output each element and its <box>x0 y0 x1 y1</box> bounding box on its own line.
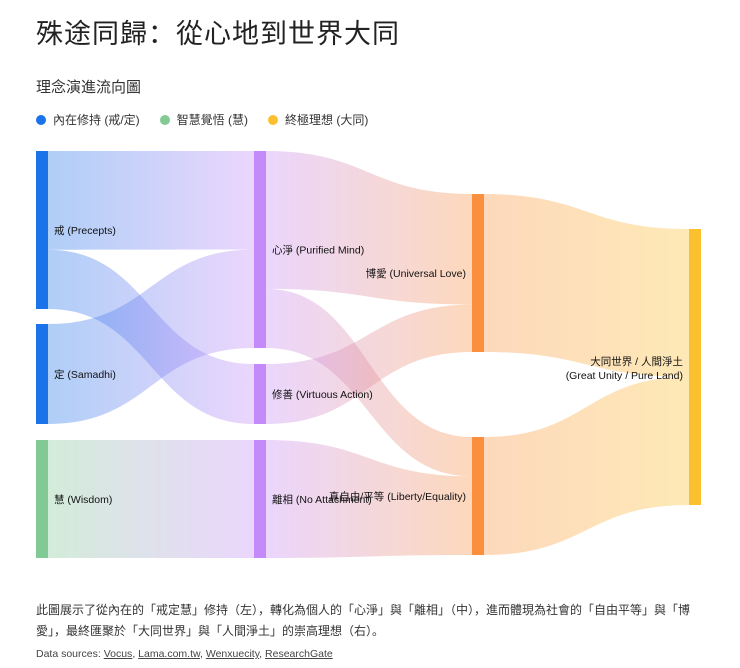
link-samadhi-to-purified_mind[interactable] <box>48 249 254 425</box>
legend-item-wisdom[interactable]: 智慧覺悟 (慧) <box>159 111 248 128</box>
legend-swatch <box>268 114 278 125</box>
legend: 內在修持 (戒/定) 智慧覺悟 (慧) 終極理想 (大同) <box>36 111 368 128</box>
link-liberty_equality-to-great_unity[interactable] <box>484 376 689 555</box>
node-label-samadhi: 定 (Samadhi) <box>54 368 116 381</box>
chart-caption: 此圖展示了從內在的「戒定慧」修持（左），轉化為個人的「心淨」與「離相」（中），進… <box>36 603 691 638</box>
link-purified_mind-to-universal_love[interactable] <box>266 151 472 305</box>
legend-item-inner-practice[interactable]: 內在修持 (戒/定) <box>36 111 140 128</box>
link-universal_love-to-great_unity[interactable] <box>484 194 689 377</box>
data-sources: Data sources: Vocus, Lama.com.tw, Wenxue… <box>36 648 333 660</box>
links-layer <box>48 151 689 558</box>
source-link-lama[interactable]: Lama.com.tw <box>138 648 201 660</box>
node-liberty-equality[interactable] <box>472 437 484 555</box>
chart-title: 殊途同歸：從心地到世界大同 <box>36 19 400 49</box>
node-no-attachment[interactable] <box>254 440 266 558</box>
node-label-virtuous-action: 修善 (Virtuous Action) <box>272 388 373 401</box>
sankey-chart: 戒 (Precepts) 定 (Samadhi) 慧 (Wisdom) 心淨 (Pur… <box>36 151 701 558</box>
source-link-wenxuecity[interactable]: Wenxuecity <box>205 648 260 660</box>
legend-label: 內在修持 (戒/定) <box>53 113 140 127</box>
legend-label: 終極理想 (大同) <box>285 113 369 127</box>
node-label-precepts: 戒 (Precepts) <box>54 225 116 237</box>
link-virtuous_action-to-universal_love[interactable] <box>266 304 472 424</box>
source-link-researchgate[interactable]: ResearchGate <box>265 648 333 660</box>
source-link-vocus[interactable]: Vocus <box>103 648 133 660</box>
node-universal-love[interactable] <box>472 194 484 352</box>
legend-swatch <box>36 114 46 125</box>
link-no_attachment-to-liberty_equality[interactable] <box>266 440 472 558</box>
node-label-no-attachment: 離相 (No Attachment) <box>272 493 372 506</box>
node-label-wisdom: 慧 (Wisdom) <box>54 493 112 506</box>
link-wisdom-to-no_attachment[interactable] <box>48 440 254 558</box>
node-label-purified-mind: 心淨 (Purified Mind) <box>272 245 364 257</box>
node-label-universal-love: 博愛 (Universal Love) <box>366 267 466 280</box>
node-precepts[interactable] <box>36 151 48 309</box>
chart-subtitle: 理念演進流向圖 <box>36 79 142 96</box>
sources-prefix: Data sources: <box>36 648 104 660</box>
legend-swatch <box>159 114 170 125</box>
node-label-great-unity: 大同世界 / 人間淨土 <box>590 355 683 368</box>
nodes-layer <box>36 151 701 558</box>
node-purified-mind[interactable] <box>254 151 266 348</box>
node-wisdom[interactable] <box>36 440 48 558</box>
legend-item-ultimate-ideal[interactable]: 終極理想 (大同) <box>268 111 368 128</box>
node-samadhi[interactable] <box>36 324 48 424</box>
labels-layer: 戒 (Precepts) 定 (Samadhi) 慧 (Wisdom) 心淨 (Pur… <box>54 225 683 506</box>
node-virtuous-action[interactable] <box>254 364 266 424</box>
link-precepts-to-purified_mind[interactable] <box>48 151 254 250</box>
node-label-liberty-equality: 真自由/平等 (Liberty/Equality) <box>329 490 466 503</box>
node-sublabel-great-unity: (Great Unity / Pure Land) <box>566 370 683 382</box>
node-great-unity[interactable] <box>689 229 701 505</box>
legend-label: 智慧覺悟 (慧) <box>176 113 248 127</box>
